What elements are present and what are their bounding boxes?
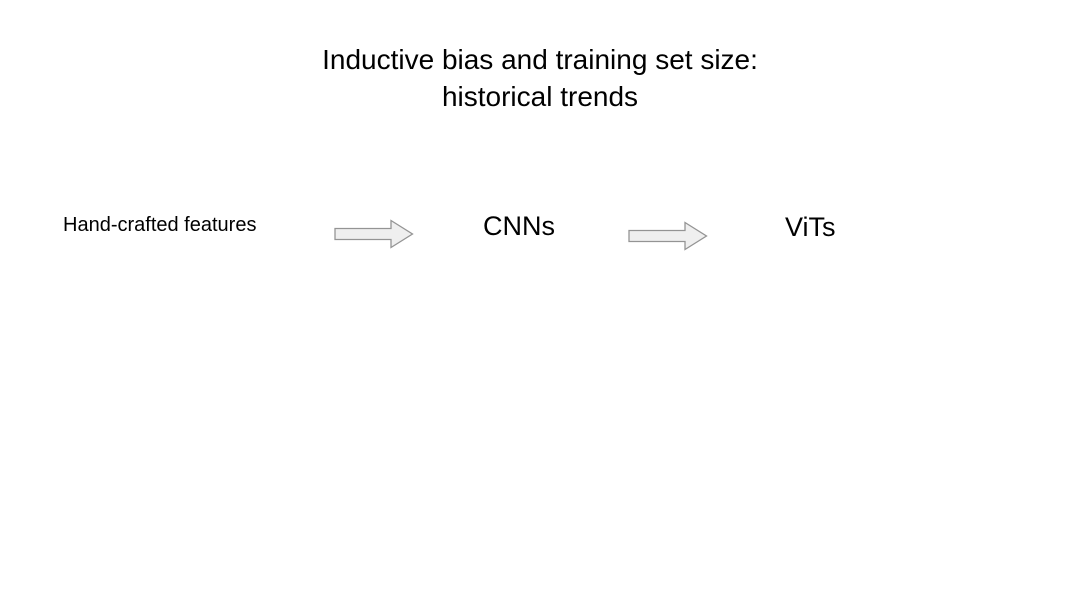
right-arrow-shape [334,219,414,249]
slide-title-line-1: Inductive bias and training set size: [322,44,758,75]
flow-item-vits: ViTs [785,212,836,242]
right-arrow-shape [628,221,708,251]
slide-title: Inductive bias and training set size: hi… [0,41,1080,115]
right-arrow-icon [628,221,708,251]
flow-item-cnns: CNNs [483,211,555,241]
slide-title-line-2: historical trends [441,81,639,112]
flow-item-hand-crafted-features: Hand-crafted features [63,214,257,236]
right-arrow-icon [334,219,414,249]
